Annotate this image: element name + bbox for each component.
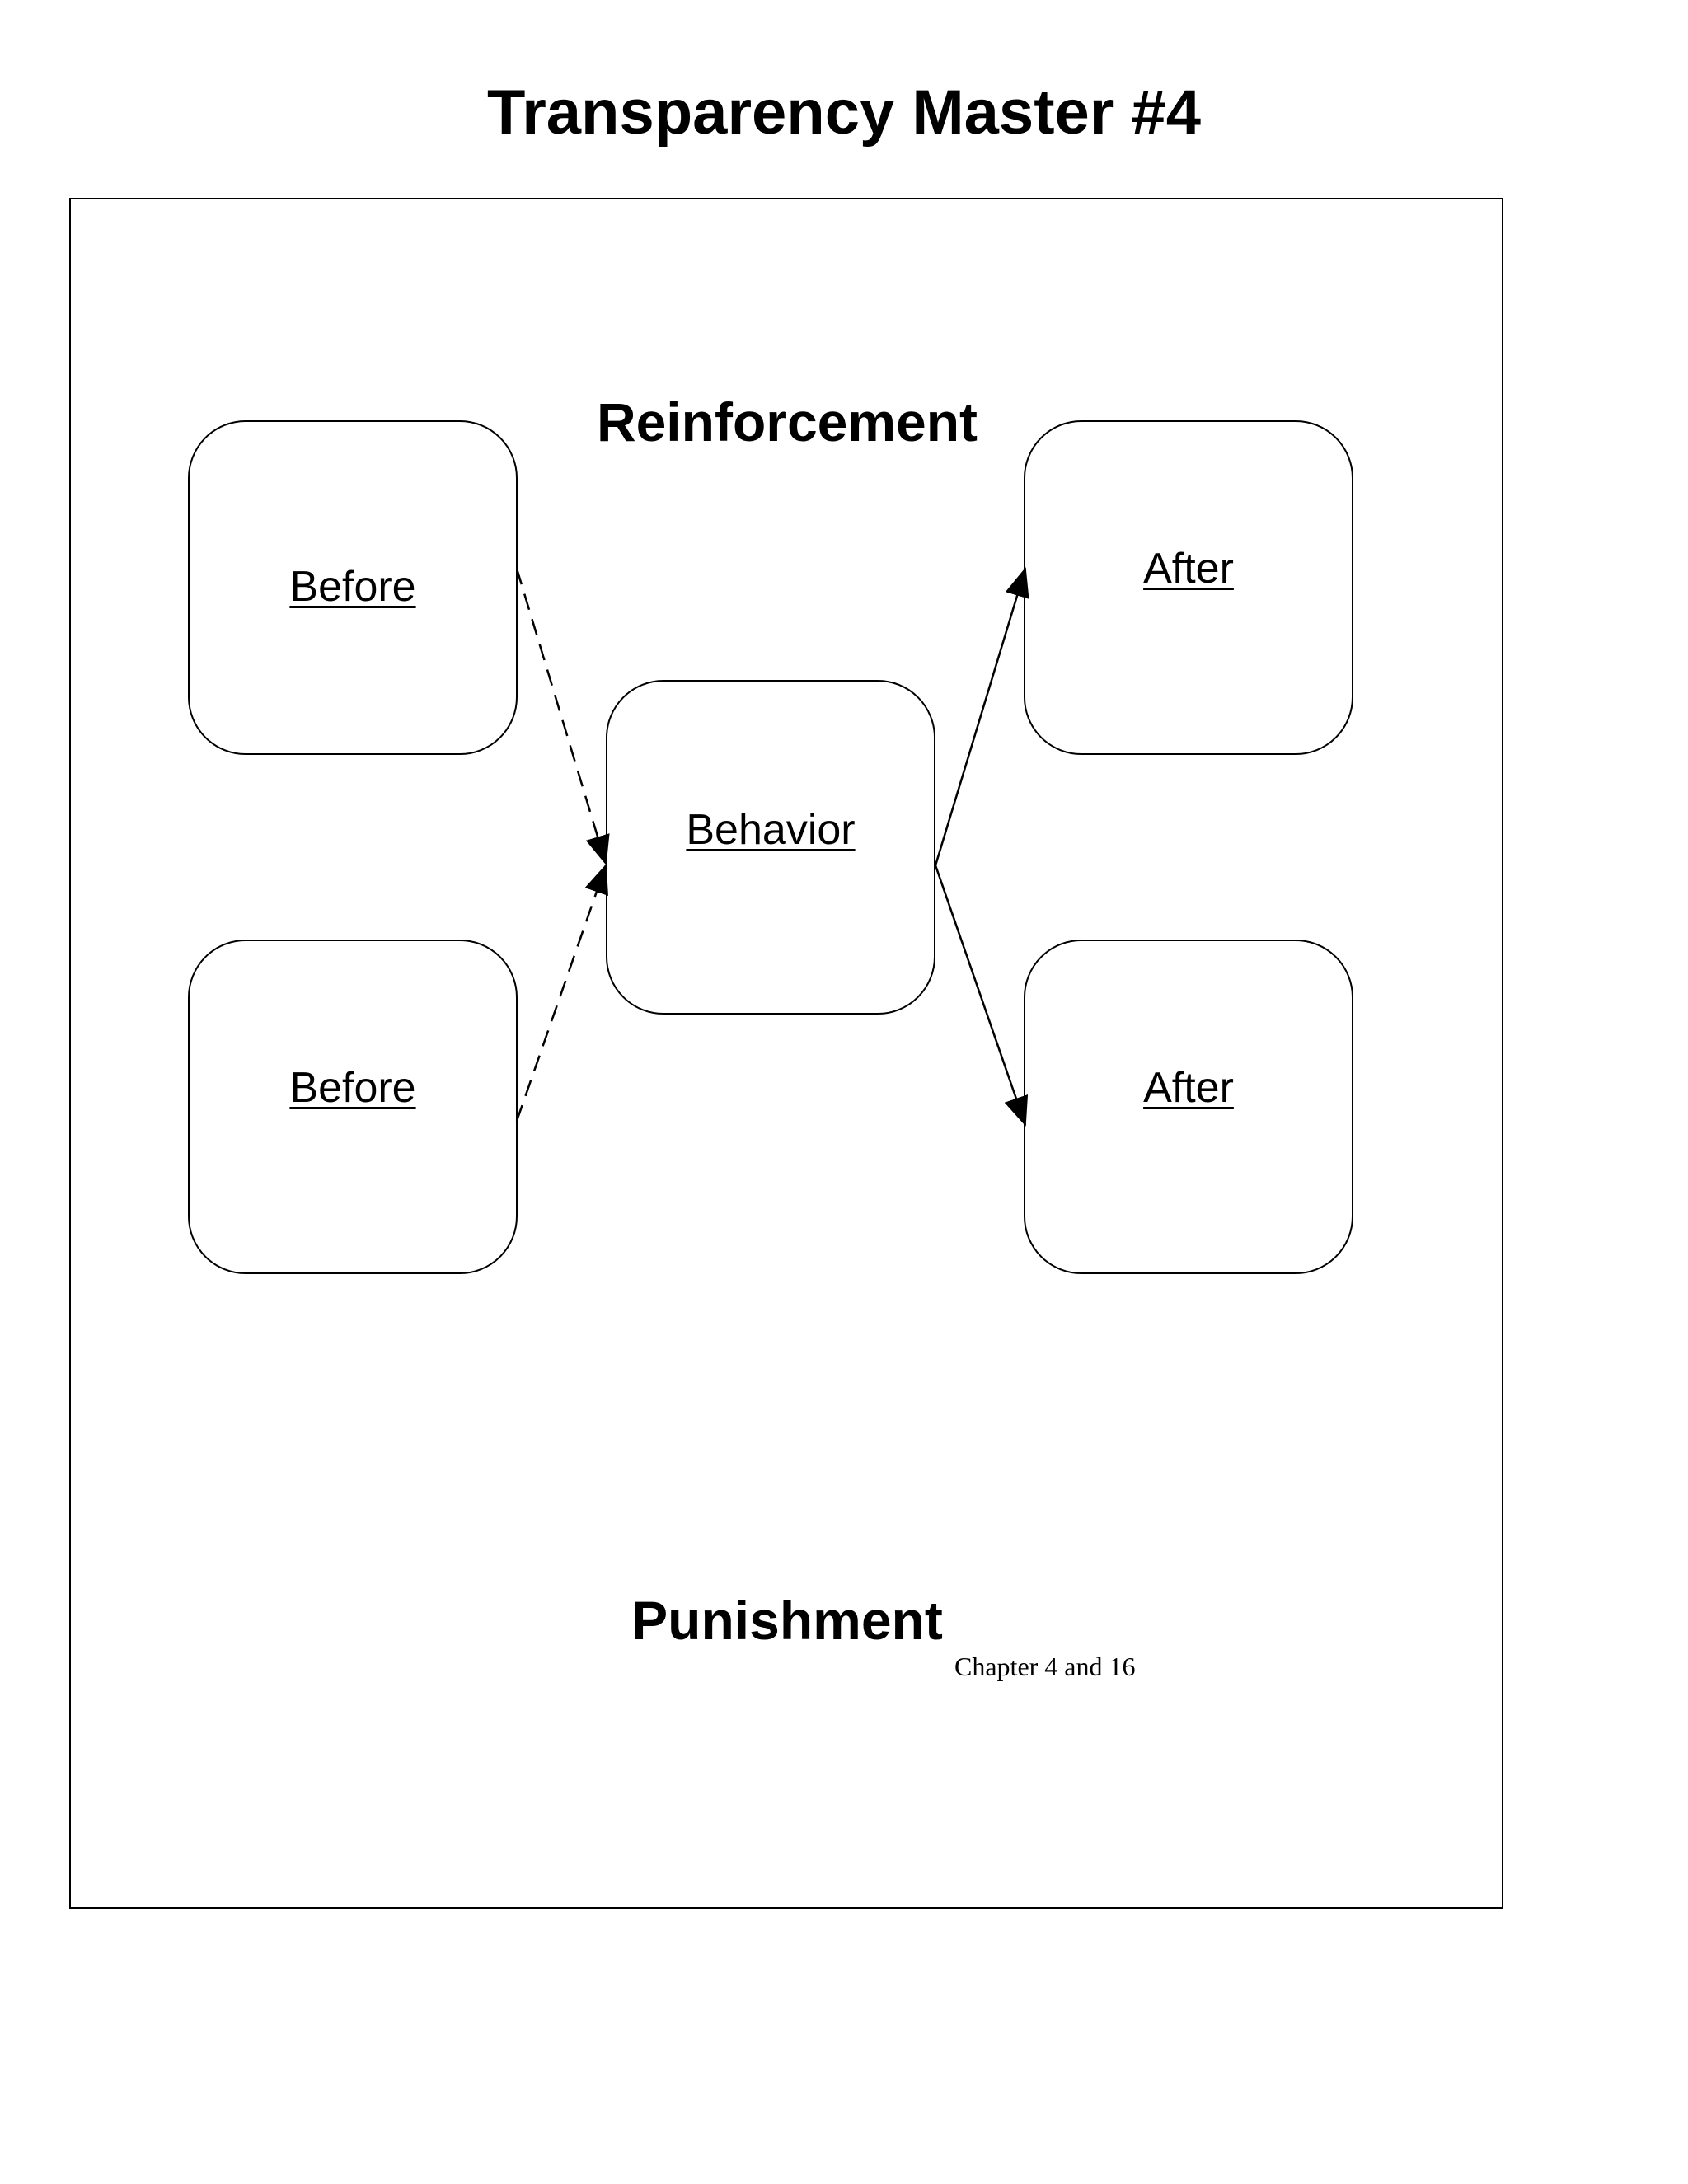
after-label-bottom: After [1143,1064,1234,1112]
before-label-top: Before [289,563,416,611]
diagram-frame [69,198,1503,1909]
chapter-note: Chapter 4 and 16 [954,1652,1136,1681]
before-label-bottom: Before [289,1064,416,1112]
connector-before-top-to-behavior [515,568,610,865]
before-box-top: Before [188,420,518,755]
behavior-label: Behavior [686,806,856,854]
page-title: Transparency Master #4 [486,77,1202,148]
connector-before-bottom-to-behavior [515,864,608,1122]
before-box-bottom: Before [188,940,518,1274]
section-label-punishment: Punishment [631,1590,943,1651]
after-box-bottom: After [1024,940,1353,1274]
connector-behavior-to-after-top [934,567,1029,866]
section-label-reinforcement: Reinforcement [596,391,978,452]
after-label-top: After [1143,545,1234,593]
connector-behavior-to-after-bottom [934,865,1029,1127]
